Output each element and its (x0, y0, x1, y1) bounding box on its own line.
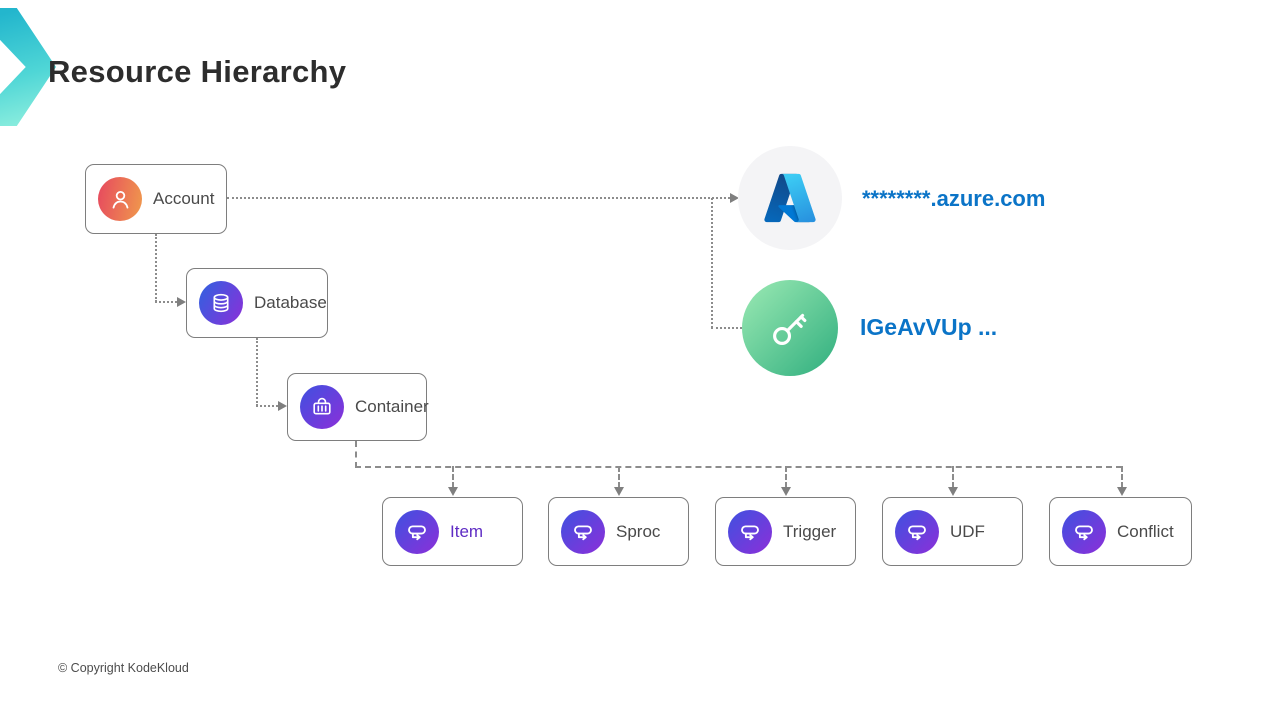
container-icon (300, 385, 344, 429)
connector-children-bus (355, 466, 1122, 468)
flow-icon (895, 509, 939, 554)
connector-container-bus-v (355, 441, 357, 468)
connector-drop-trigger (785, 466, 787, 488)
arrowhead-sproc (614, 487, 624, 496)
flow-icon (395, 509, 439, 554)
arrowhead-udf (948, 487, 958, 496)
connector-database-container-h (256, 405, 278, 407)
primary-key-text: IGeAvVUp ... (860, 314, 998, 340)
connector-account-azure (227, 197, 730, 199)
key-icon (773, 313, 807, 345)
node-label: Conflict (1117, 521, 1174, 541)
node-database: Database (186, 268, 328, 338)
node-account: Account (85, 164, 227, 234)
connector-database-container-v (256, 338, 258, 406)
node-sproc: Sproc (548, 497, 689, 566)
node-label: Database (254, 293, 327, 312)
arrowhead-container (278, 401, 287, 411)
azure-endpoint-circle (738, 146, 842, 250)
connector-branch-down (711, 198, 713, 328)
arrowhead-conflict (1117, 487, 1127, 496)
connector-drop-conflict (1121, 466, 1123, 488)
connector-account-database-h (155, 301, 177, 303)
node-label: Trigger (783, 521, 837, 541)
flow-icon (561, 509, 605, 554)
key-endpoint-circle (742, 280, 838, 376)
node-container: Container (287, 373, 429, 441)
flow-icon (1062, 509, 1106, 554)
copyright-text: © Copyright KodeKloud (58, 661, 189, 675)
node-label: UDF (950, 521, 985, 541)
node-label: Sproc (616, 521, 661, 541)
azure-uri-text: ********.azure.com (862, 186, 1046, 211)
connector-account-database-v (155, 234, 157, 302)
node-udf: UDF (882, 497, 1023, 566)
connector-drop-item (452, 466, 454, 488)
node-trigger: Trigger (715, 497, 856, 566)
arrowhead-trigger (781, 487, 791, 496)
node-label: Container (355, 397, 429, 416)
page-title: Resource Hierarchy (48, 54, 347, 89)
node-conflict: Conflict (1049, 497, 1192, 566)
arrowhead-azure (730, 193, 739, 203)
node-item: Item (382, 497, 523, 566)
database-icon (199, 281, 243, 325)
connector-branch-key (711, 327, 742, 329)
arrowhead-database (177, 297, 186, 307)
node-label: Account (153, 189, 215, 208)
connector-drop-udf (952, 466, 954, 488)
connector-drop-sproc (618, 466, 620, 488)
person-icon (98, 177, 142, 221)
azure-logo-icon (764, 173, 816, 223)
node-label: Item (450, 521, 484, 541)
arrowhead-item (448, 487, 458, 496)
flow-icon (728, 509, 772, 554)
